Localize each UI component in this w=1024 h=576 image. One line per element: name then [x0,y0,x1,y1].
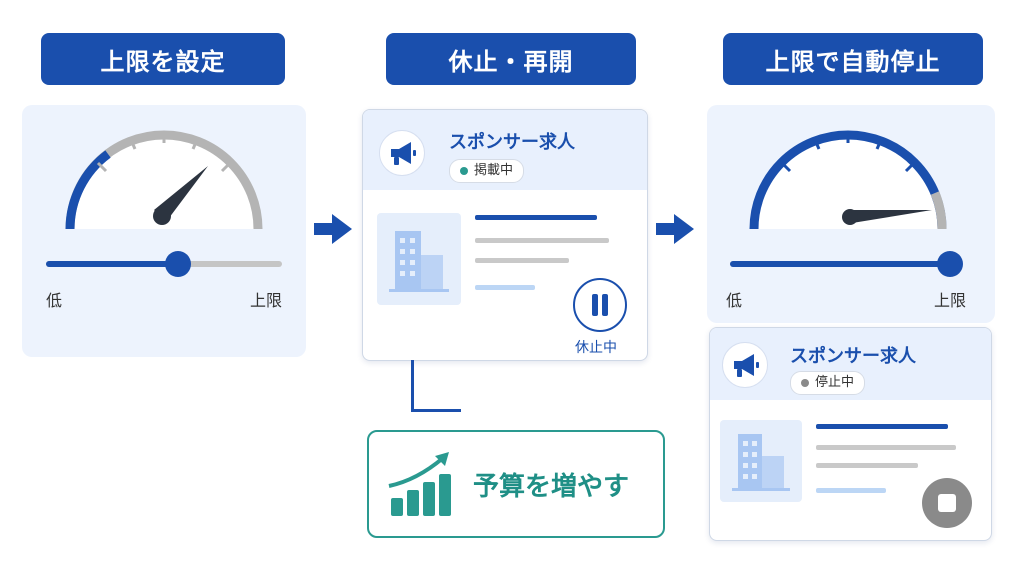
card-title: スポンサー求人 [790,346,916,367]
status-badge-label: 掲載中 [474,163,514,178]
card-title: スポンサー求人 [449,132,575,153]
connector-line [411,409,461,412]
pause-icon [592,294,608,316]
growth-chart-icon [388,452,451,516]
slider-fill [46,261,178,267]
slider-low-label: 低 [46,291,63,310]
status-dot [460,167,468,175]
connector-line [411,360,414,412]
step-title-pause-resume: 休止・再開 [386,33,636,85]
slider-handle[interactable] [165,251,191,277]
speedometer-gauge-low-icon [65,130,263,230]
placeholder-line [816,445,956,450]
placeholder-line [475,215,597,220]
megaphone-icon [722,342,768,388]
increase-budget-label: 予算を増やす [473,472,630,502]
arrow-right-icon [656,214,694,244]
sponsored-job-card-active: スポンサー求人 掲載中 休止中 [362,109,648,361]
status-badge-stopped: 停止中 [790,371,866,395]
pause-status-label: 休止中 [575,340,617,356]
slider-high-label: 上限 [250,291,283,310]
building-icon [377,213,461,305]
status-dot [801,379,809,387]
status-badge-label: 停止中 [815,375,855,390]
stop-icon [938,494,956,512]
placeholder-line [816,463,918,468]
slider-high-label: 上限 [934,291,967,310]
pause-button[interactable] [573,278,627,332]
step-title-auto-stop: 上限で自動停止 [723,33,983,85]
building-icon [720,420,802,502]
increase-budget-box[interactable]: 予算を増やす [367,430,665,538]
arrow-right-icon [314,214,352,244]
placeholder-line [475,285,535,290]
limit-slider-maxed[interactable] [730,251,963,277]
step-title-set-limit: 上限を設定 [41,33,285,85]
stop-button[interactable] [922,478,972,528]
sponsored-job-card-stopped: スポンサー求人 停止中 [709,327,992,541]
slider-low-label: 低 [726,291,743,310]
placeholder-line [475,238,609,243]
status-badge-active: 掲載中 [449,159,525,183]
slider-handle[interactable] [937,251,963,277]
slider-fill [730,261,950,267]
speedometer-gauge-max-icon [749,130,947,230]
megaphone-icon [379,130,425,176]
placeholder-line [475,258,569,263]
placeholder-line [816,424,948,429]
placeholder-line [816,488,886,493]
limit-slider[interactable] [46,251,282,277]
